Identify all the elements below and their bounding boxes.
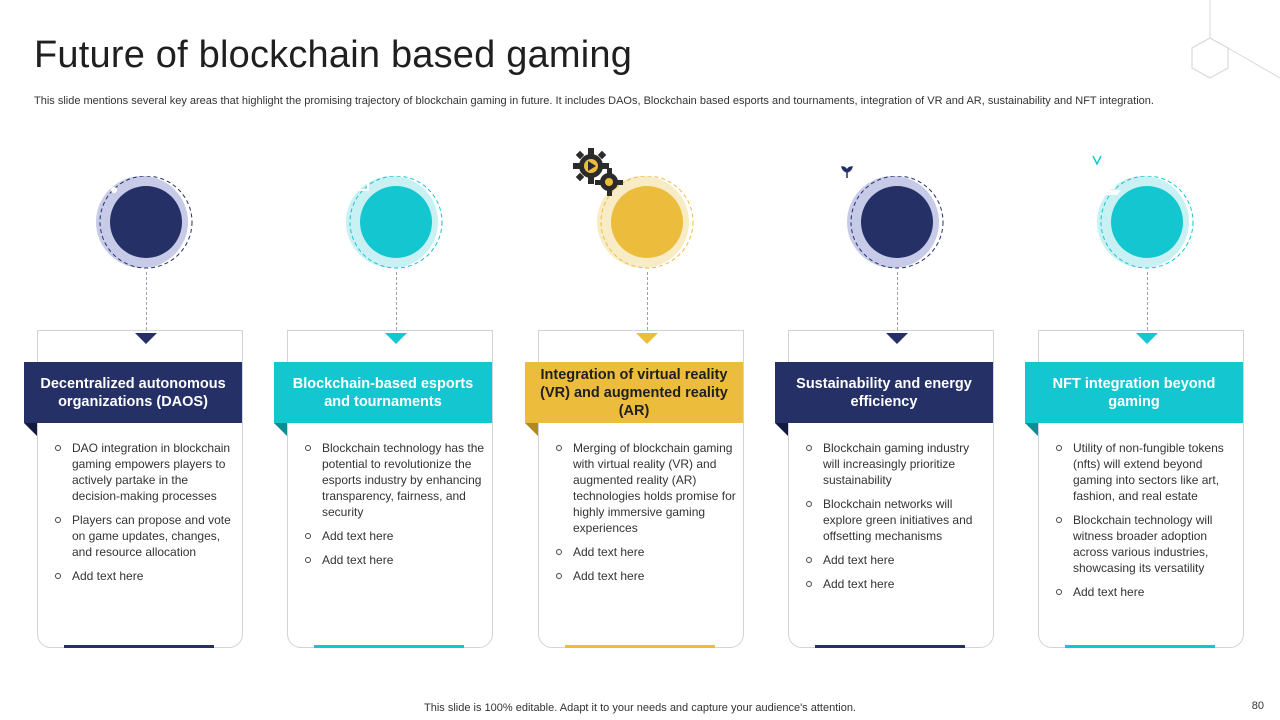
list-item: Add text here bbox=[555, 544, 737, 560]
list-item: Players can propose and vote on game upd… bbox=[54, 512, 236, 560]
card-nft: NFT integration beyond gaming Utility of… bbox=[1025, 0, 1269, 720]
card-pointer bbox=[1136, 333, 1158, 344]
card-pointer bbox=[385, 333, 407, 344]
dashed-connector bbox=[1147, 272, 1148, 330]
slide-subtitle: This slide mentions several key areas th… bbox=[34, 95, 1154, 107]
footer-note: This slide is 100% editable. Adapt it to… bbox=[424, 702, 856, 714]
card-pointer bbox=[886, 333, 908, 344]
list-item: Add text here bbox=[1055, 584, 1237, 600]
hexagon-decoration-icon bbox=[1191, 0, 1280, 79]
icon-badge bbox=[321, 151, 446, 276]
band-fold bbox=[274, 423, 287, 436]
gaming-trophy-icon bbox=[321, 151, 369, 193]
bullet-list: Utility of non-fungible tokens (nfts) wi… bbox=[1055, 440, 1237, 608]
accent-bar bbox=[815, 645, 965, 648]
list-item: Add text here bbox=[805, 552, 987, 568]
accent-bar bbox=[64, 645, 214, 648]
icon-badge bbox=[821, 146, 947, 276]
list-item: Add text here bbox=[304, 528, 486, 544]
icon-badge bbox=[69, 147, 196, 276]
dashed-connector bbox=[146, 272, 147, 330]
card-heading: Integration of virtual reality (VR) and … bbox=[525, 362, 743, 423]
band-fold bbox=[1025, 423, 1038, 436]
list-item: Blockchain gaming industry will increasi… bbox=[805, 440, 987, 488]
icon-badge bbox=[573, 148, 697, 276]
list-item: Add text here bbox=[555, 568, 737, 584]
icon-badge bbox=[1073, 146, 1197, 276]
card-vr-ar: Integration of virtual reality (VR) and … bbox=[525, 0, 769, 720]
band-fold bbox=[525, 423, 538, 436]
card-pointer bbox=[636, 333, 658, 344]
card-heading: Blockchain-based esports and tournaments bbox=[274, 362, 492, 423]
bullet-list: Blockchain gaming industry will increasi… bbox=[805, 440, 987, 600]
network-server-icon bbox=[69, 147, 123, 197]
list-item: Add text here bbox=[805, 576, 987, 592]
bullet-list: Blockchain technology has the potential … bbox=[304, 440, 486, 576]
card-sustainability: Sustainability and energy efficiency Blo… bbox=[775, 0, 1019, 720]
slide-title: Future of blockchain based gaming bbox=[34, 34, 633, 76]
accent-bar bbox=[1065, 645, 1215, 648]
bullet-list: DAO integration in blockchain gaming emp… bbox=[54, 440, 236, 592]
list-item: Utility of non-fungible tokens (nfts) wi… bbox=[1055, 440, 1237, 504]
accent-bar bbox=[565, 645, 715, 648]
band-fold bbox=[24, 423, 37, 436]
bullet-list: Merging of blockchain gaming with virtua… bbox=[555, 440, 737, 592]
page-number: 80 bbox=[1251, 700, 1264, 712]
list-item: Blockchain technology has the potential … bbox=[304, 440, 486, 520]
list-item: Blockchain networks will explore green i… bbox=[805, 496, 987, 544]
gears-play-icon bbox=[573, 148, 623, 196]
eco-bulb-icon bbox=[821, 146, 873, 198]
list-item: Add text here bbox=[54, 568, 236, 584]
dashed-connector bbox=[647, 272, 648, 330]
list-item: Add text here bbox=[304, 552, 486, 568]
nft-laptop-icon bbox=[1073, 146, 1121, 195]
card-esports: Blockchain-based esports and tournaments… bbox=[274, 0, 518, 720]
list-item: Merging of blockchain gaming with virtua… bbox=[555, 440, 737, 536]
card-daos: Decentralized autonomous organizations (… bbox=[24, 0, 268, 720]
card-heading: NFT integration beyond gaming bbox=[1025, 362, 1243, 423]
card-heading: Sustainability and energy efficiency bbox=[775, 362, 993, 423]
dashed-connector bbox=[396, 272, 397, 330]
accent-bar bbox=[314, 645, 464, 648]
card-pointer bbox=[135, 333, 157, 344]
band-fold bbox=[775, 423, 788, 436]
card-heading: Decentralized autonomous organizations (… bbox=[24, 362, 242, 423]
list-item: Blockchain technology will witness broad… bbox=[1055, 512, 1237, 576]
dashed-connector bbox=[897, 272, 898, 330]
list-item: DAO integration in blockchain gaming emp… bbox=[54, 440, 236, 504]
